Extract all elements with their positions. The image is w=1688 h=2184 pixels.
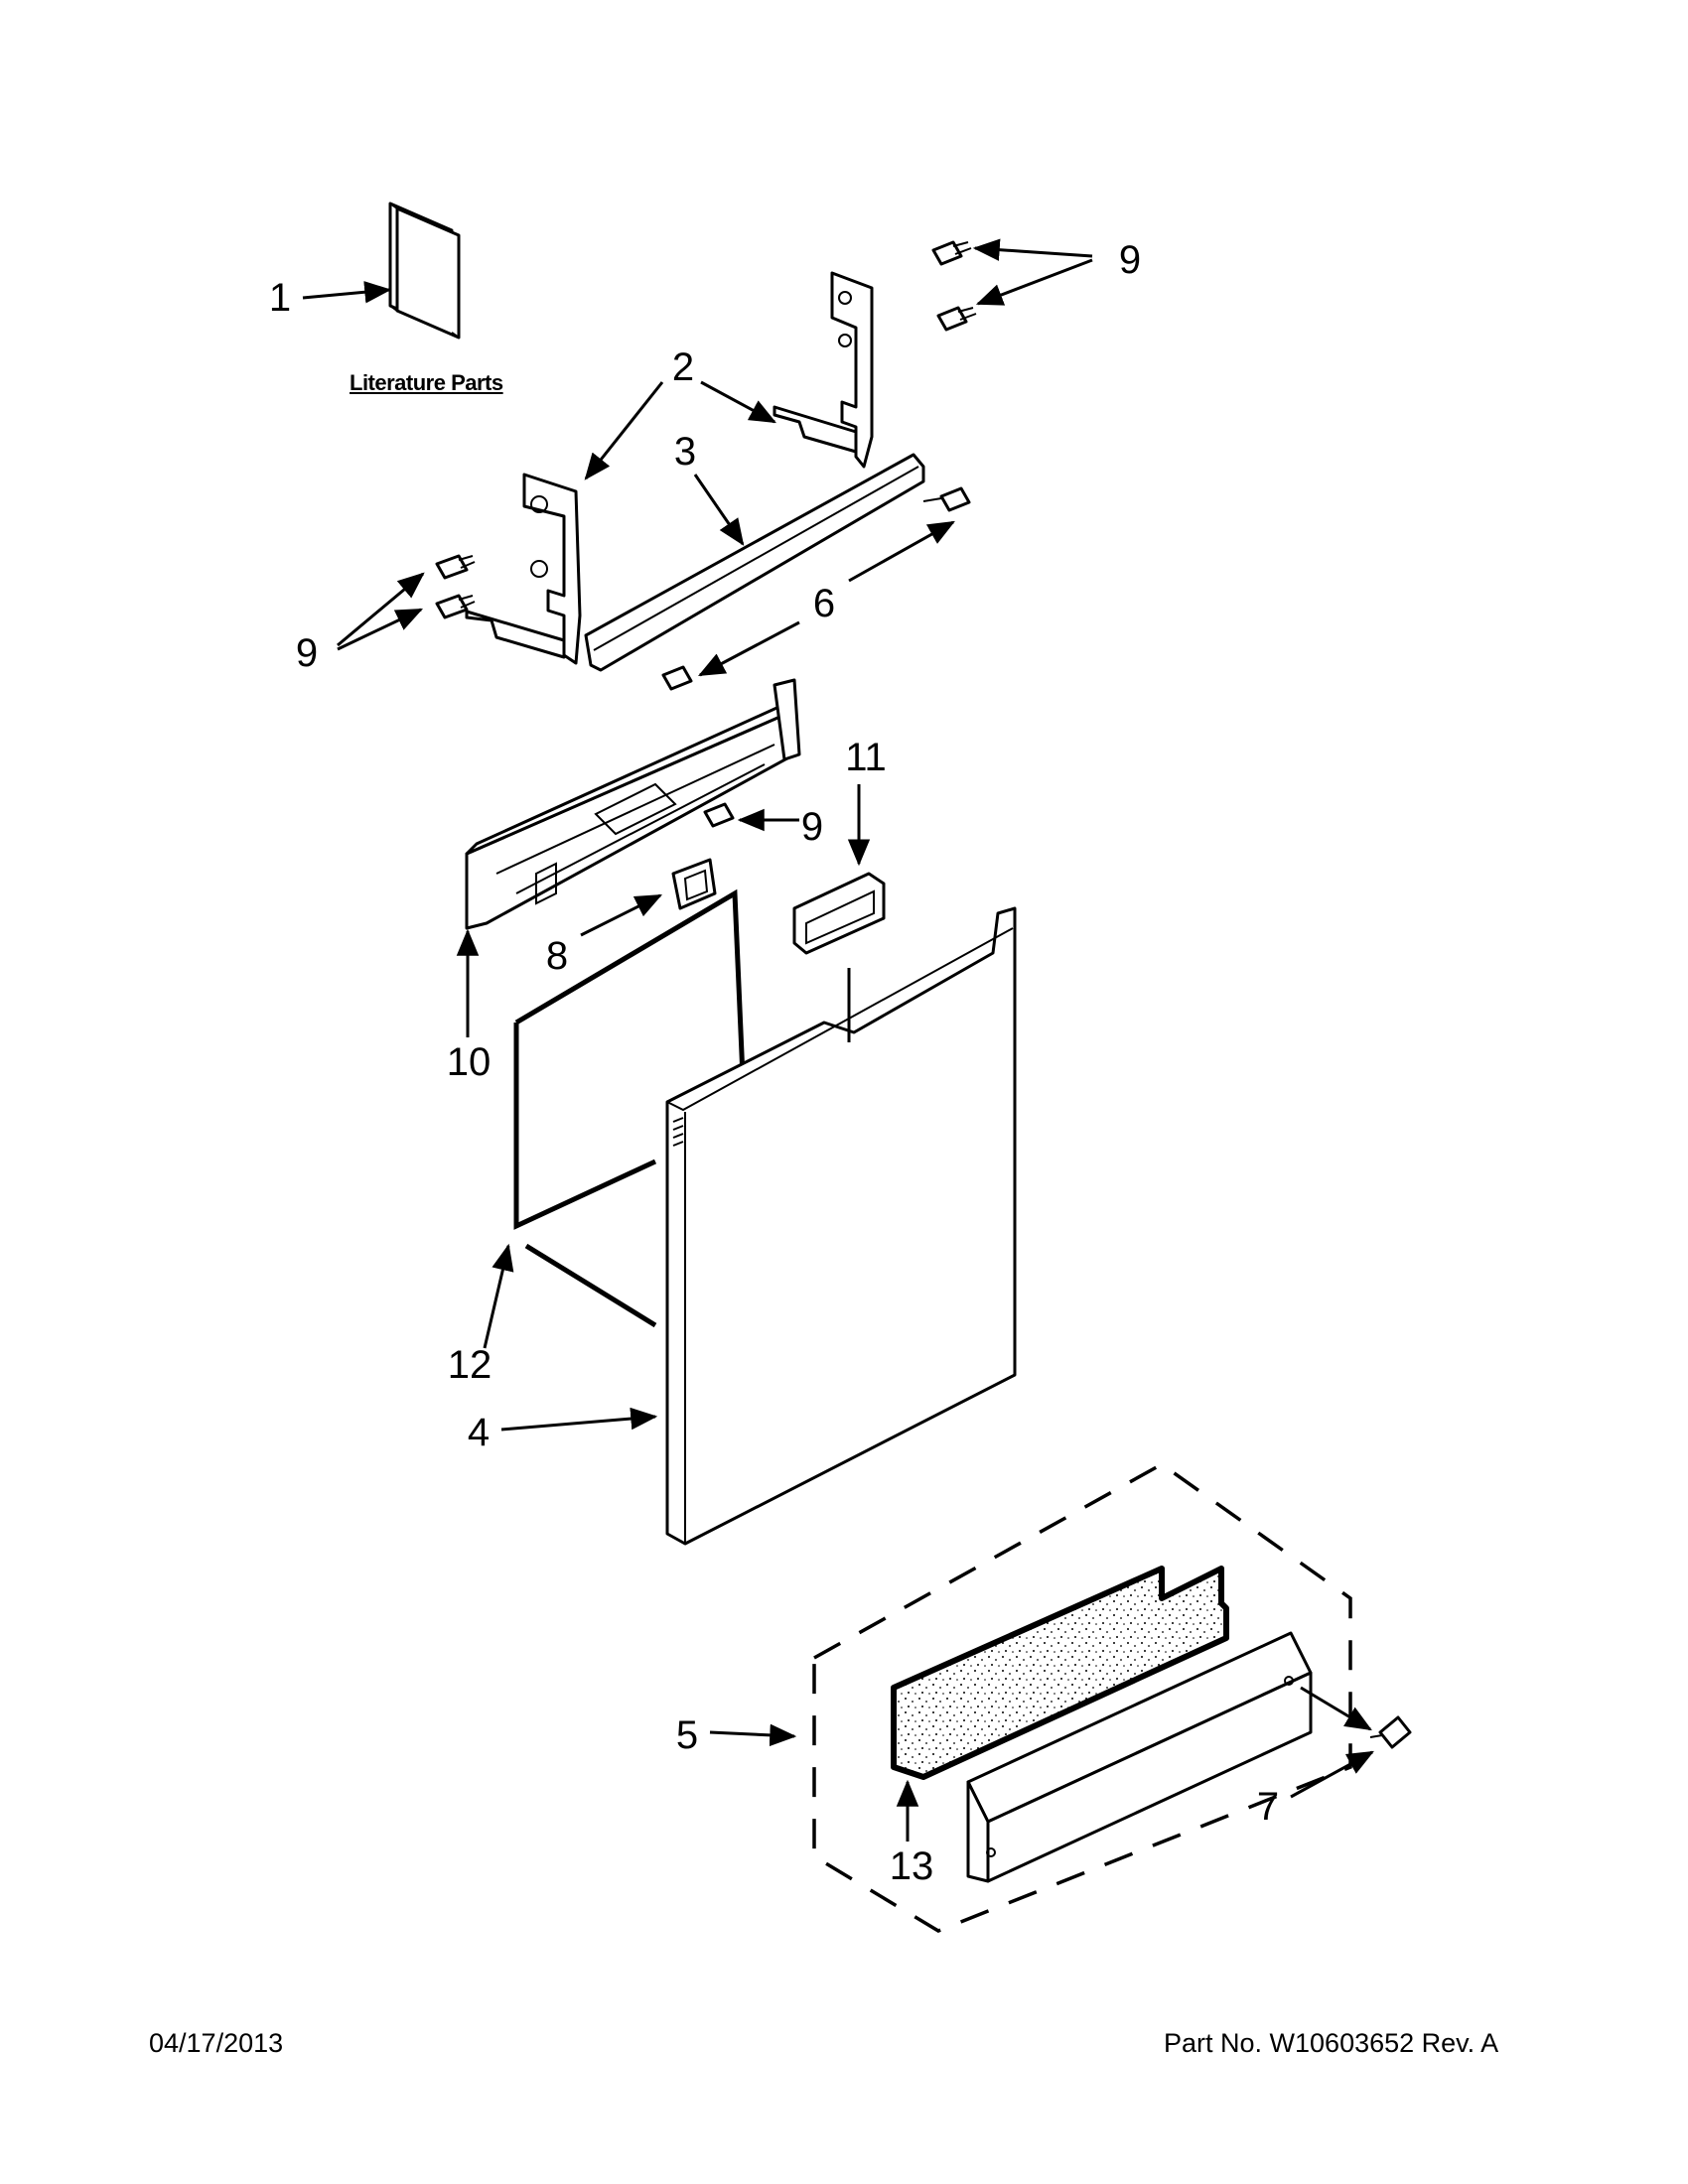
- callout-12: 12: [447, 1343, 492, 1387]
- callout-6: 6: [812, 582, 836, 625]
- outer-door-panel: [665, 906, 1017, 1546]
- footer-part-number: Part No. W10603652 Rev. A: [1164, 2028, 1499, 2058]
- hinge-bracket-left: [465, 473, 582, 665]
- control-panel-assembly: [465, 678, 801, 930]
- screw-7: [1369, 1715, 1412, 1749]
- screw-9-top-b: [936, 306, 977, 332]
- callout-10: 10: [446, 1040, 492, 1084]
- callout-1: 1: [268, 276, 292, 320]
- callout-7: 7: [1256, 1785, 1280, 1829]
- callout-9-middle: 9: [800, 805, 824, 849]
- kick-plate: [966, 1631, 1313, 1883]
- footer-date: 04/17/2013: [149, 2028, 284, 2058]
- door-latch: [671, 858, 717, 910]
- leader-lines: [302, 238, 1374, 1842]
- callout-9-top-right: 9: [1118, 238, 1142, 282]
- callout-11: 11: [845, 736, 887, 779]
- literature-book: [388, 202, 461, 340]
- handle-insert: [792, 872, 886, 955]
- screw-9-left-b: [435, 594, 476, 619]
- screw-6-left: [661, 665, 693, 691]
- insulation-pad: [891, 1566, 1229, 1780]
- hinge-bracket-right: [773, 271, 874, 469]
- literature-parts-label: Literature Parts: [350, 370, 503, 395]
- screw-9-middle: [703, 802, 735, 828]
- callout-13: 13: [889, 1844, 934, 1888]
- callout-2: 2: [671, 345, 695, 389]
- door-strip: [584, 453, 925, 672]
- callout-9-left: 9: [295, 631, 319, 675]
- callout-3: 3: [673, 430, 697, 474]
- callout-8: 8: [545, 934, 569, 978]
- callout-5: 5: [675, 1713, 699, 1757]
- door-gasket: [513, 888, 746, 1328]
- callout-4: 4: [467, 1411, 491, 1454]
- screw-9-left-a: [435, 554, 476, 580]
- screw-9-top-a: [931, 240, 972, 266]
- screw-6-right: [922, 486, 971, 512]
